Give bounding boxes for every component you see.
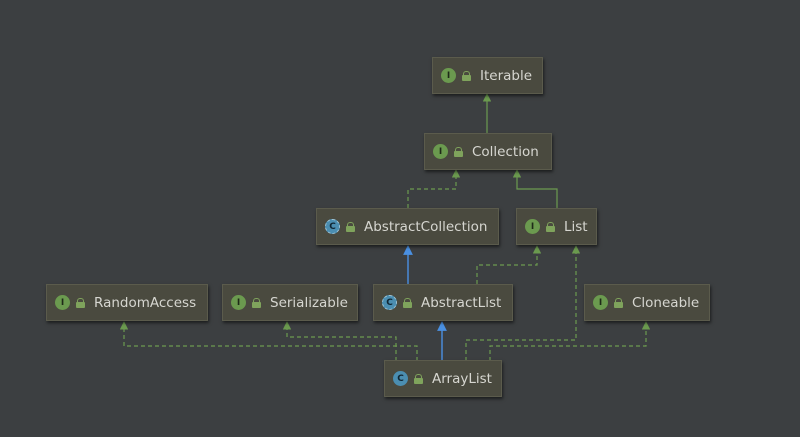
node-array-list[interactable]: C ArrayList bbox=[384, 360, 502, 397]
node-abstract-list[interactable]: C AbstractList bbox=[373, 284, 513, 321]
node-random-access[interactable]: I RandomAccess bbox=[46, 284, 208, 321]
public-lock-icon bbox=[403, 297, 412, 308]
public-lock-icon bbox=[414, 373, 423, 384]
node-abstract-collection[interactable]: C AbstractCollection bbox=[316, 208, 499, 245]
public-lock-icon bbox=[454, 146, 463, 157]
public-lock-icon bbox=[546, 221, 555, 232]
interface-icon: I bbox=[441, 68, 456, 83]
node-serializable[interactable]: I Serializable bbox=[222, 284, 358, 321]
node-label: ArrayList bbox=[432, 370, 492, 387]
node-label: Collection bbox=[472, 143, 539, 160]
edge-arraylist-randomaccess bbox=[119, 321, 418, 361]
public-lock-icon bbox=[76, 297, 85, 308]
node-label: List bbox=[564, 218, 588, 235]
node-label: AbstractCollection bbox=[364, 218, 488, 235]
edge-arraylist-serializable bbox=[282, 321, 397, 361]
node-label: Iterable bbox=[480, 67, 533, 84]
public-lock-icon bbox=[252, 297, 261, 308]
node-label: AbstractList bbox=[421, 294, 502, 311]
edge-arraylist-cloneable bbox=[489, 321, 651, 361]
interface-icon: I bbox=[433, 144, 448, 159]
node-collection[interactable]: I Collection bbox=[424, 133, 552, 170]
node-label: Cloneable bbox=[632, 294, 700, 311]
interface-icon: I bbox=[55, 295, 70, 310]
edge-abstractcollection-collection bbox=[407, 169, 461, 208]
abstract-class-icon: C bbox=[382, 295, 397, 310]
node-label: RandomAccess bbox=[94, 294, 197, 311]
node-list[interactable]: I List bbox=[516, 208, 597, 245]
interface-icon: I bbox=[593, 295, 608, 310]
public-lock-icon bbox=[462, 70, 471, 81]
edge-list-collection bbox=[512, 169, 558, 208]
interface-icon: I bbox=[525, 219, 540, 234]
public-lock-icon bbox=[346, 221, 355, 232]
interface-icon: I bbox=[231, 295, 246, 310]
node-cloneable[interactable]: I Cloneable bbox=[584, 284, 710, 321]
class-icon: C bbox=[393, 371, 408, 386]
edge-arraylist-list bbox=[465, 245, 581, 361]
edge-abstractlist-list bbox=[476, 245, 542, 284]
node-label: Serializable bbox=[270, 294, 348, 311]
public-lock-icon bbox=[614, 297, 623, 308]
abstract-class-icon: C bbox=[325, 219, 340, 234]
node-iterable[interactable]: I Iterable bbox=[432, 57, 543, 94]
